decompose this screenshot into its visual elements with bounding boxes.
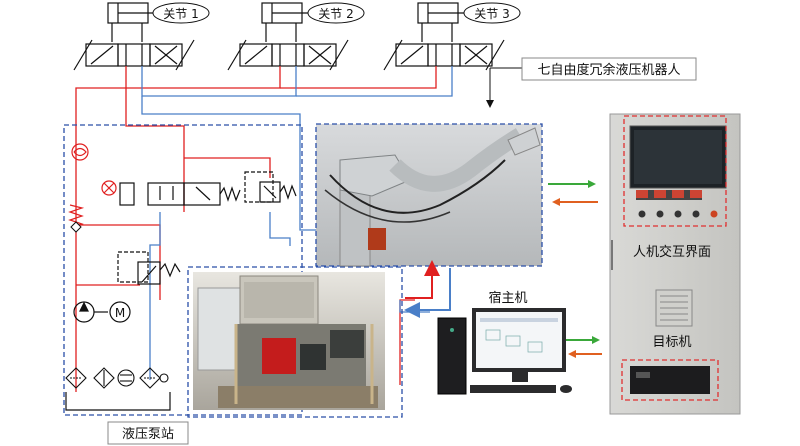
host-cabinet-arrows	[566, 336, 602, 358]
control-cabinet	[609, 113, 741, 415]
panel-buttons	[636, 190, 718, 218]
hmi-label: 人机交互界面	[633, 244, 711, 260]
tank-line	[65, 392, 171, 411]
feed-arrow-blue	[404, 268, 451, 318]
pump-station-photo	[193, 272, 385, 410]
robot-title-box	[521, 57, 697, 81]
solenoid-valve-mid	[119, 182, 241, 206]
valve-1	[73, 39, 195, 71]
filter-symbols	[65, 367, 169, 389]
joint-2-group: 关节 2	[227, 2, 365, 71]
joint-2-label-bubble	[307, 2, 365, 24]
return-lines	[141, 66, 453, 380]
joint-3-label-bubble	[463, 2, 521, 24]
joint-3-label: 关节 3	[474, 7, 509, 21]
check-valve-symbol	[101, 180, 117, 196]
pump-motor-symbol	[73, 301, 131, 323]
joint-2-label: 关节 2	[318, 7, 353, 21]
pump-station-label-box	[107, 421, 189, 445]
junction-diamond	[70, 221, 82, 233]
motor-symbol-label: M	[115, 306, 125, 320]
relief-valve-lower	[117, 251, 181, 285]
cylinder-3	[417, 2, 464, 42]
cabinet-vent	[655, 289, 693, 327]
relief-spring-symbol	[68, 204, 85, 227]
pump-photo-frame	[187, 266, 403, 418]
host-label: 宿主机	[488, 290, 527, 306]
pressure-gauge-symbol	[71, 143, 89, 161]
valve-3	[383, 39, 505, 71]
pump-station-label: 液压泵站	[122, 427, 174, 442]
joint-1-label-bubble	[152, 2, 210, 24]
robot-title: 七自由度冗余液压机器人	[537, 62, 680, 78]
feed-arrow-red	[405, 260, 440, 299]
target-highlight	[621, 359, 719, 401]
valve-2	[227, 39, 349, 71]
target-label: 目标机	[652, 335, 691, 350]
host-computer	[437, 308, 572, 395]
robot-photo	[315, 123, 543, 267]
joint-3-group: 关节 3	[383, 2, 521, 71]
robot-cabinet-arrows	[548, 180, 598, 206]
hmi-highlight	[623, 115, 727, 227]
cylinder-1	[107, 2, 154, 42]
cylinder-2	[261, 2, 308, 42]
joint-1-label: 关节 1	[163, 7, 198, 21]
pilot-valve-right	[244, 171, 297, 203]
joint-1-group: 关节 1	[73, 2, 210, 71]
